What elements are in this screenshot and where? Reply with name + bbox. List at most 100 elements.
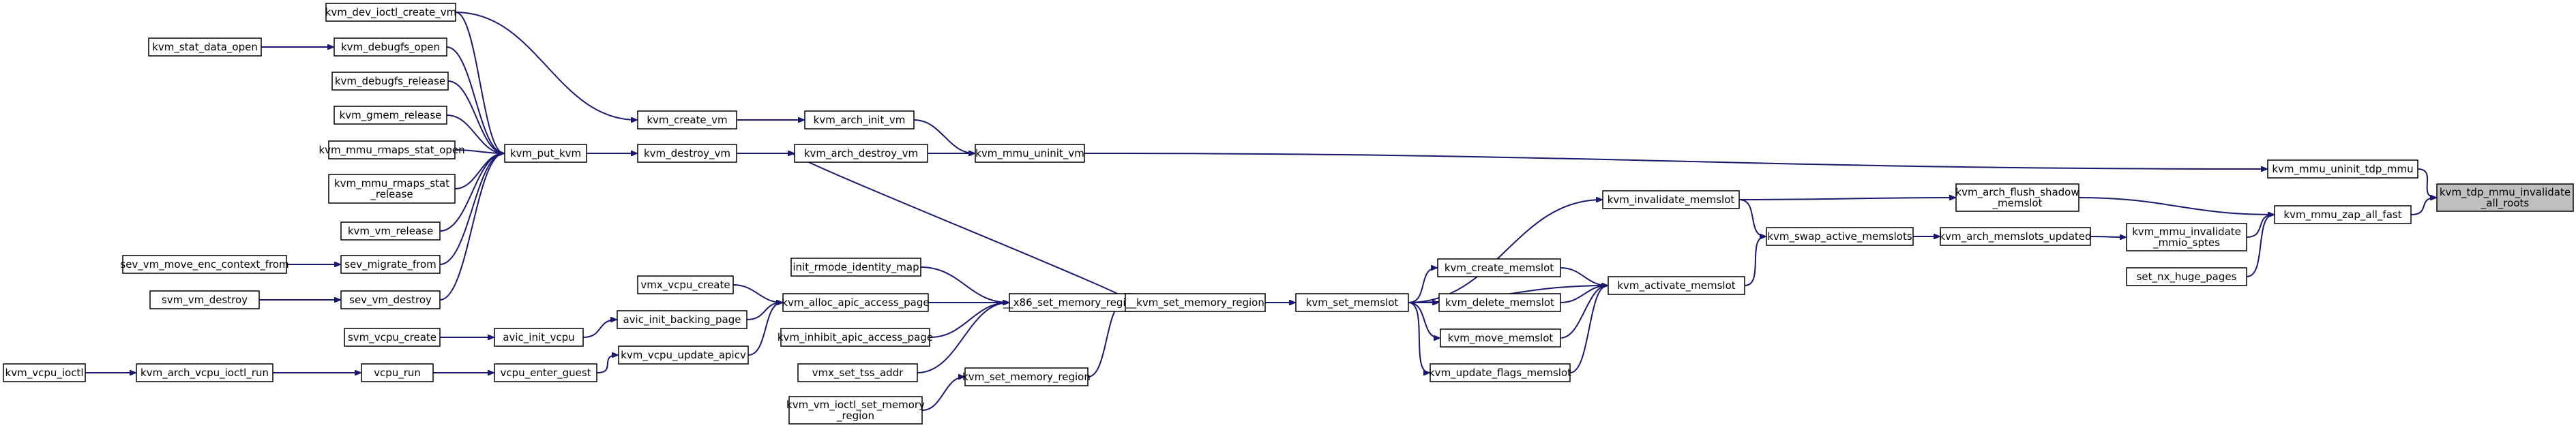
node-box — [964, 367, 1089, 386]
edge-mmu_uninit_vm-to-uninit_tdp — [1084, 153, 2267, 169]
node-debugfs-open[interactable]: kvm_debugfs_open — [334, 37, 447, 57]
node-swap-active[interactable]: kvm_swap_active_memslots — [1766, 227, 1914, 246]
node-vmx-tss[interactable]: vmx_set_tss_addr — [797, 363, 918, 382]
node-avic-init-vcpu[interactable]: avic_init_vcpu — [494, 328, 584, 347]
node-box — [340, 290, 441, 309]
node-label: kvm_set_memory_region — [962, 371, 1091, 384]
node-vcpu-run[interactable]: vcpu_run — [361, 363, 434, 382]
node-nx-huge[interactable]: set_nx_huge_pages — [2126, 267, 2247, 286]
node-box — [136, 363, 273, 382]
node-create-vm[interactable]: kvm_create_vm — [637, 110, 737, 129]
node-sev-move[interactable]: sev_vm_move_enc_context_from — [120, 255, 289, 274]
node-uninit-tdp[interactable]: kvm_mmu_uninit_tdp_mmu — [2267, 159, 2418, 179]
node-x86-set-mem[interactable]: __x86_set_memory_region — [1003, 293, 1139, 312]
node-destroy-vm[interactable]: kvm_destroy_vm — [637, 144, 737, 163]
node-label: kvm_create_memslot — [1445, 262, 1554, 275]
node-create-memslot[interactable]: kvm_create_memslot — [1437, 258, 1561, 277]
node-arch-destroy-vm[interactable]: kvm_arch_destroy_vm — [794, 144, 928, 163]
node-sev-destroy[interactable]: sev_vm_destroy — [340, 290, 441, 309]
edge-arch_flush-to-zap_all_fast — [2078, 197, 2274, 215]
node-label: kvm_vm_release — [348, 225, 433, 238]
node-box — [340, 255, 441, 274]
node-svm-destroy[interactable]: svm_vm_destroy — [149, 290, 260, 309]
node-update-flags[interactable]: kvm_update_flags_memslot — [1429, 363, 1571, 382]
node-debugfs-release[interactable]: kvm_debugfs_release — [331, 72, 449, 91]
node-avic-backing[interactable]: avic_init_backing_page — [617, 310, 747, 329]
node-enter-guest[interactable]: vcpu_enter_guest — [494, 363, 597, 382]
node-box — [504, 144, 587, 163]
node-label: kvm_mmu_rmaps_stat — [334, 177, 449, 190]
node-arch-vcpu-ioctl-run[interactable]: kvm_arch_vcpu_ioctl_run — [136, 363, 273, 382]
node-vcpu-ioctl[interactable]: kvm_vcpu_ioctl — [3, 363, 86, 382]
node-stat-data-open[interactable]: kvm_stat_data_open — [148, 37, 262, 57]
node-delete-memslot[interactable]: kvm_delete_memslot — [1438, 293, 1561, 312]
node-box — [2126, 267, 2247, 286]
node-label: avic_init_vcpu — [503, 331, 574, 344]
node-box — [148, 37, 262, 57]
node-label: avic_init_backing_page — [623, 313, 741, 326]
node-label: svm_vm_destroy — [162, 294, 248, 307]
edge-debugfs_open-to-put_kvm — [446, 46, 504, 153]
node-target[interactable]: kvm_tdp_mmu_invalidate_all_roots — [2436, 183, 2574, 212]
node-zap-all-fast[interactable]: kvm_mmu_zap_all_fast — [2274, 205, 2412, 224]
node-vm-ioctl-set-mem[interactable]: kvm_vm_ioctl_set_memory_region — [786, 396, 925, 425]
node-label: kvm_arch_memslots_updated — [1939, 230, 2091, 243]
node-activate-memslot[interactable]: kvm_activate_memslot — [1608, 276, 1745, 295]
node-arch-memslots-updated[interactable]: kvm_arch_memslots_updated — [1939, 227, 2092, 246]
node-box — [334, 37, 447, 57]
node-label: vcpu_run — [374, 367, 421, 380]
edge-dev_ioctl_create-to-put_kvm — [455, 12, 504, 153]
edge-x86_set_mem-to-arch_destroy_vm — [793, 153, 1134, 303]
node-set-memslot[interactable]: kvm_set_memslot — [1295, 293, 1409, 312]
node-label: kvm_swap_active_memslots — [1767, 230, 1912, 243]
node-box — [1437, 258, 1561, 277]
node-inhibit-apic[interactable]: kvm_inhibit_apic_access_page — [778, 328, 933, 347]
node-rmaps-open[interactable]: kvm_mmu_rmaps_stat_open — [319, 140, 465, 159]
node-rmaps-release[interactable]: kvm_mmu_rmaps_stat_release — [328, 174, 456, 204]
node-vm-release[interactable]: kvm_vm_release — [340, 221, 441, 241]
node-gmem-release[interactable]: kvm_gmem_release — [334, 106, 447, 125]
node-label: kvm_inhibit_apic_access_page — [778, 331, 933, 344]
node-update-apicv[interactable]: kvm_vcpu_update_apicv — [618, 345, 749, 365]
node-mmu-uninit-vm[interactable]: kvm_mmu_uninit_vm — [975, 144, 1085, 163]
edge-zap_all_fast-to-target — [2410, 198, 2436, 215]
node-init-rmode[interactable]: init_rmode_identity_map — [790, 258, 921, 277]
node-box — [637, 275, 734, 294]
node-alloc-apic[interactable]: kvm_alloc_apic_access_page — [782, 293, 930, 312]
node-label: kvm_debugfs_release — [335, 75, 445, 88]
node-box — [2267, 159, 2418, 179]
node-sev-migrate[interactable]: sev_migrate_from — [340, 255, 441, 274]
node-dev-ioctl-create[interactable]: kvm_dev_ioctl_create_vm — [325, 3, 457, 22]
node-put-kvm[interactable]: kvm_put_kvm — [504, 144, 587, 163]
node-svm-vcpu-create[interactable]: svm_vcpu_create — [344, 328, 441, 347]
node-box — [782, 293, 929, 312]
node-arch-flush[interactable]: kvm_arch_flush_shadow_memslot — [1955, 183, 2079, 212]
node-arch-init-vm[interactable]: kvm_arch_init_vm — [804, 110, 915, 129]
edge-invalidate_memslot-to-arch_flush — [1738, 198, 1955, 200]
node-label: kvm_vcpu_update_apicv — [621, 349, 746, 362]
edge-dev_ioctl_create-to-create_vm — [455, 12, 637, 120]
node-label: kvm_delete_memslot — [1445, 296, 1554, 309]
node-label: kvm_mmu_rmaps_stat_open — [319, 144, 464, 157]
node-box — [2436, 183, 2574, 212]
node-invalidate-memslot[interactable]: kvm_invalidate_memslot — [1602, 190, 1740, 209]
node-label: _mmio_sptes — [2152, 236, 2220, 249]
edge-arch_init_vm-to-mmu_uninit_vm — [913, 119, 975, 153]
node-dunder-set-mem[interactable]: __kvm_set_memory_region — [1125, 293, 1266, 312]
node-label: kvm_arch_init_vm — [814, 114, 906, 127]
node-set-mem-region[interactable]: kvm_set_memory_region — [962, 367, 1091, 386]
edge-move_memslot-to-activate_memslot — [1560, 286, 1608, 339]
node-vmx-vcpu-create[interactable]: vmx_vcpu_create — [637, 275, 734, 294]
node-box — [2126, 223, 2247, 251]
node-box — [344, 328, 441, 347]
node-box — [340, 221, 441, 241]
node-label: kvm_dev_ioctl_create_vm — [325, 6, 457, 19]
node-move-memslot[interactable]: kvm_move_memslot — [1440, 328, 1561, 348]
node-mmio-sptes[interactable]: kvm_mmu_invalidate_mmio_sptes — [2126, 223, 2247, 251]
edge-create_memslot-to-activate_memslot — [1560, 267, 1608, 286]
node-label: kvm_mmu_uninit_vm — [975, 147, 1084, 160]
node-box — [637, 110, 737, 129]
node-box — [618, 345, 749, 365]
node-box — [328, 174, 456, 204]
